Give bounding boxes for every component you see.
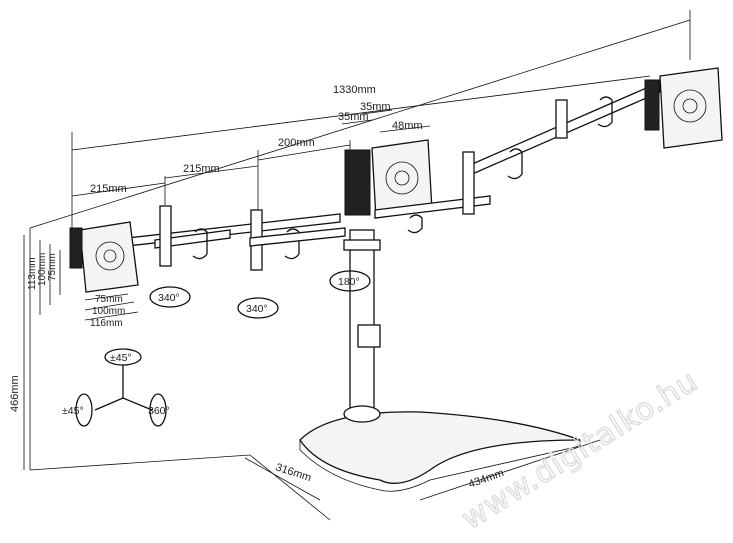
stand-base: [299, 405, 581, 492]
tilt-swivel-symbol: ±45° ±45° 360°: [62, 348, 170, 427]
vesa-h-75: 75mm: [95, 294, 123, 305]
rotation-badge-center: 180°: [329, 270, 371, 292]
left-vesa-plate: [69, 221, 139, 293]
dim-height-label: 466mm: [9, 375, 21, 412]
wall-outline: [29, 10, 691, 521]
dim-base-depth: 316mm: [274, 461, 313, 484]
vesa-v-100: 100mm: [37, 253, 48, 286]
vesa-v-75: 75mm: [47, 253, 58, 281]
svg-text:340°: 340°: [246, 303, 268, 315]
rotate-360-label: 360°: [148, 405, 170, 417]
dim-total-width-label: 1330mm: [333, 84, 376, 96]
right-vesa-plate: [644, 67, 723, 149]
dim-48: 48mm: [392, 120, 423, 132]
dim-35-b: 35mm: [360, 101, 391, 113]
tilt-up-label: ±45°: [110, 352, 132, 364]
right-arm: [374, 81, 661, 234]
dim-span-center: 200mm: [278, 137, 315, 149]
vesa-h-116: 116mm: [90, 318, 123, 329]
rotation-badge-mid: 340°: [237, 297, 279, 319]
vesa-dimensions: 113mm 100mm 75mm 75mm 100mm 116mm: [27, 240, 139, 329]
svg-text:340°: 340°: [158, 292, 180, 304]
watermark: www.digitalko.hu: [456, 363, 705, 536]
vesa-h-100: 100mm: [92, 306, 125, 317]
vesa-v-113: 113mm: [27, 257, 38, 290]
dim-total-width: 1330mm: [71, 75, 651, 230]
left-arm: [109, 205, 346, 271]
dim-spans: 215mm 215mm 200mm 35mm 35mm 48mm: [71, 101, 431, 210]
center-column: [343, 139, 433, 421]
dim-span-left-a: 215mm: [90, 183, 127, 195]
dim-span-left-b: 215mm: [183, 163, 220, 175]
dim-35-a: 35mm: [338, 111, 369, 123]
rotation-badge-left: 340°: [149, 286, 191, 308]
svg-text:180°: 180°: [338, 276, 360, 288]
tilt-side-label: ±45°: [62, 405, 84, 417]
dim-height: 466mm: [9, 235, 25, 470]
